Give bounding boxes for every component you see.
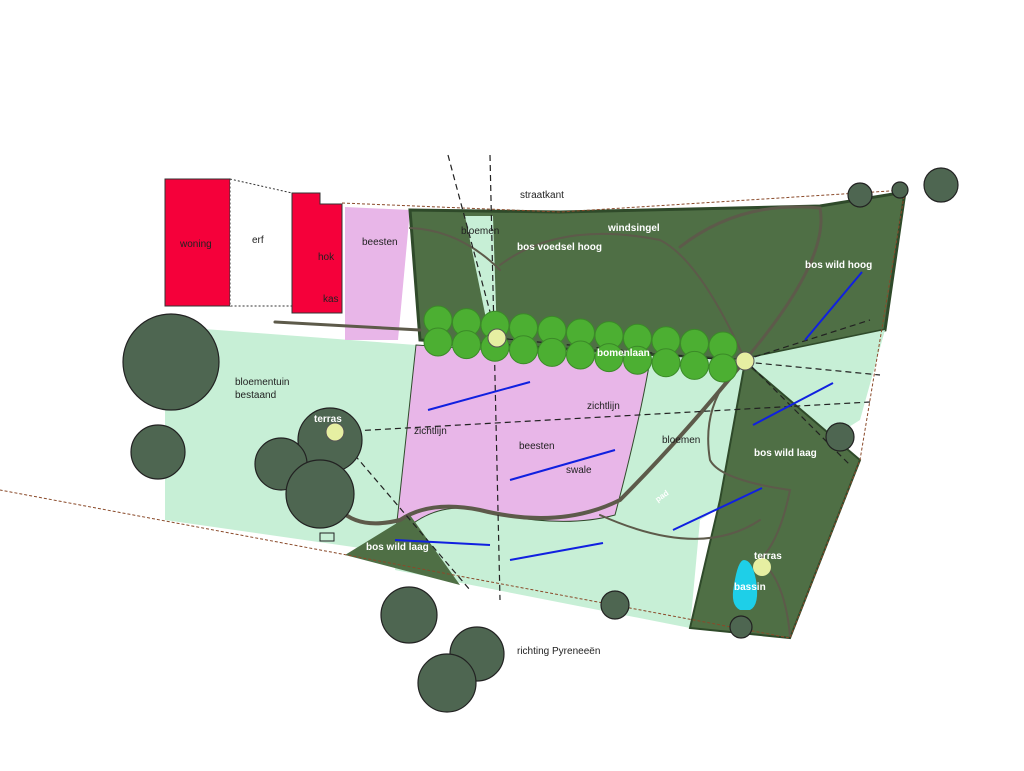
terras-left-circle — [325, 422, 345, 442]
swale-lines — [394, 271, 863, 561]
hok-kas-building — [291, 192, 343, 314]
avenue-tree — [423, 327, 453, 357]
avenue-tree — [509, 335, 538, 365]
avenue-tree — [594, 343, 624, 373]
label-beesten-mid: beesten — [519, 441, 555, 452]
label-bloemen-top: bloemen — [461, 226, 499, 237]
terras-right-circle — [753, 558, 771, 576]
existing-trees — [122, 167, 959, 713]
label-woning: woning — [179, 239, 212, 250]
label-bos-wild-hoog: bos wild hoog — [805, 260, 872, 271]
avenue-tree — [623, 345, 652, 375]
label-hok: hok — [318, 252, 335, 263]
label-beesten-top: beesten — [362, 237, 398, 248]
avenue-tree — [680, 350, 709, 380]
label-bloemen-right: bloemen — [662, 435, 700, 446]
label-bomenlaan: bomenlaan — [597, 348, 650, 359]
viewpoint-right — [735, 351, 755, 371]
property-boundary — [0, 189, 906, 639]
bos-wild-laag-left-area — [345, 515, 460, 585]
label-straatkant: straatkant — [520, 190, 564, 201]
avenue-tree — [708, 353, 738, 383]
paths — [273, 205, 823, 637]
label-swale: swale — [566, 465, 592, 476]
bench-icon — [319, 532, 335, 542]
avenue-tree — [537, 337, 567, 367]
label-windsingel: windsingel — [607, 223, 660, 234]
label-zichtlijn-left: zichtlijn — [414, 426, 447, 437]
beesten-top-area — [345, 207, 410, 340]
label-bestaand: bestaand — [235, 390, 276, 401]
label-bassin: bassin — [734, 582, 766, 593]
label-kas: kas — [323, 294, 339, 305]
viewpoint-top — [487, 328, 507, 348]
label-terras-left: terras — [314, 414, 342, 425]
label-richting: richting Pyreneeën — [517, 646, 600, 657]
label-bos-wild-laag-left: bos wild laag — [366, 542, 429, 553]
label-terras-right: terras — [754, 551, 782, 562]
bomenlaan-trees — [423, 305, 738, 383]
beesten-middle-area — [394, 344, 651, 542]
label-bos-voedsel-hoog: bos voedsel hoog — [517, 242, 602, 253]
avenue-tree — [566, 340, 595, 370]
avenue-tree — [651, 348, 681, 378]
woning-building — [164, 178, 231, 307]
label-bos-wild-laag-right: bos wild laag — [754, 448, 817, 459]
label-bloementuin: bloementuin — [235, 377, 289, 388]
avenue-tree — [452, 330, 481, 360]
label-zichtlijn-right: zichtlijn — [587, 401, 620, 412]
bassin-pond — [732, 560, 758, 610]
label-erf: erf — [252, 235, 264, 246]
